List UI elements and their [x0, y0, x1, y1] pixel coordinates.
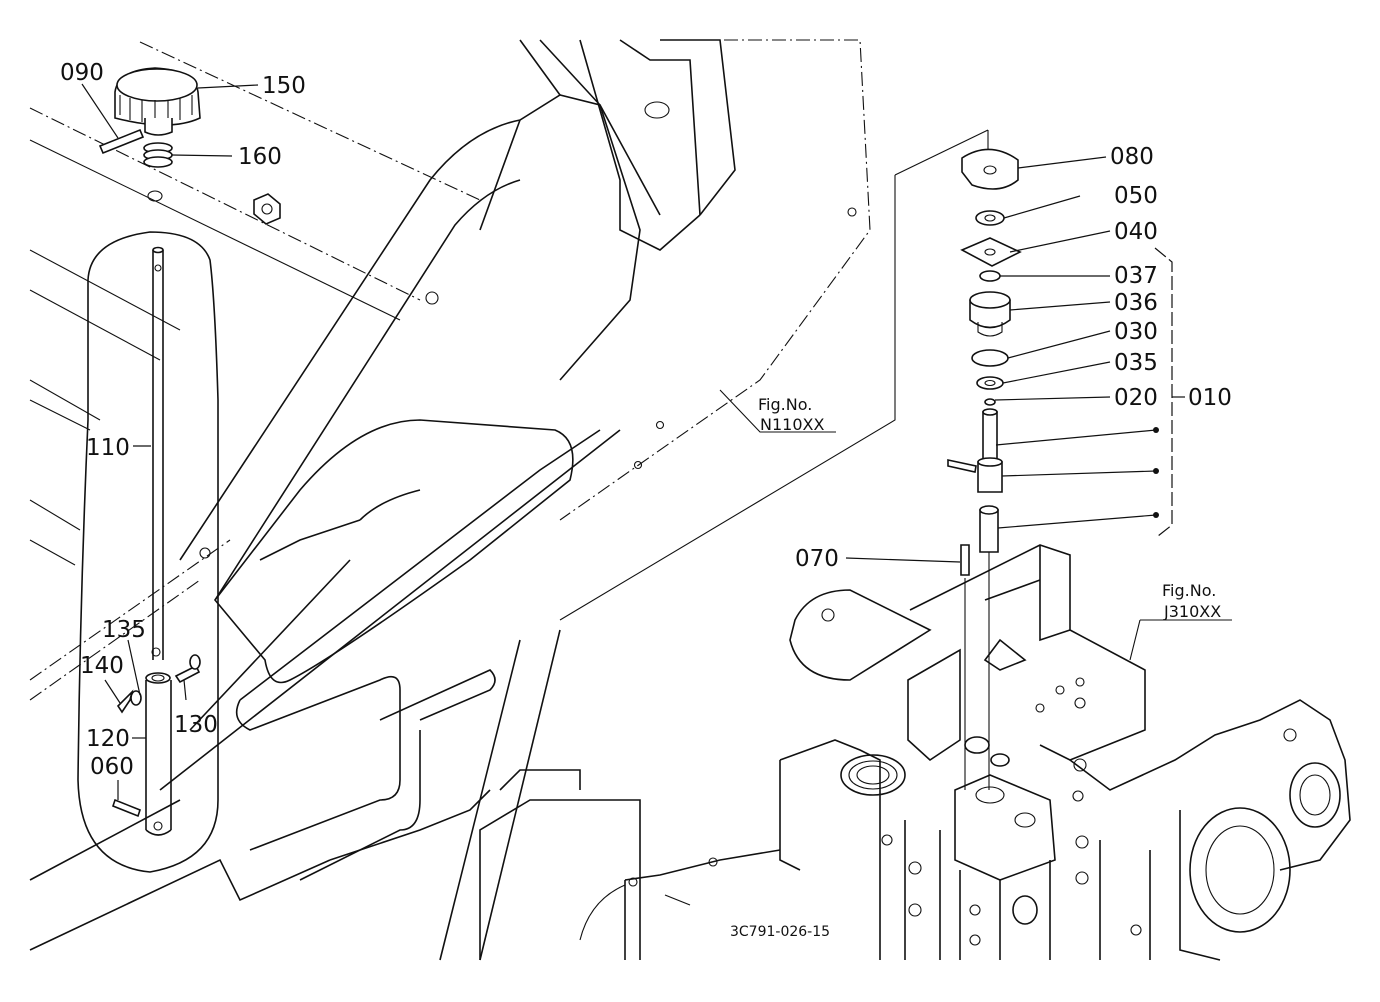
callout-080: 080 — [1110, 144, 1154, 170]
callout-060: 060 — [90, 754, 134, 780]
figure-references: Fig.No. N110XX Fig.No. J310XX 3C791-026-… — [730, 395, 1221, 940]
callout-130: 130 — [174, 712, 218, 738]
callout-035: 035 — [1114, 350, 1158, 376]
callout-140: 140 — [80, 653, 124, 679]
callout-070: 070 — [795, 546, 839, 572]
valve-shaft-part — [982, 411, 998, 461]
lever-rod-assembly — [77, 67, 219, 873]
callout-150: 150 — [262, 73, 306, 99]
fig-ref-n110-line1: Fig.No. — [758, 395, 812, 414]
valve-assembly — [559, 129, 1351, 961]
callout-036: 036 — [1114, 290, 1158, 316]
callout-labels: 090 150 160 110 135 140 120 130 060 080 … — [60, 60, 1232, 780]
o-ring-part — [971, 349, 1009, 367]
callout-040: 040 — [1114, 219, 1158, 245]
drawing-code: 3C791-026-15 — [730, 924, 830, 940]
fig-ref-j310-line2: J310XX — [1163, 602, 1221, 621]
rod-part — [151, 246, 164, 660]
callout-160: 160 — [238, 144, 282, 170]
leader-lines — [81, 83, 1185, 800]
callout-090: 090 — [60, 60, 104, 86]
fig-ref-j310-line1: Fig.No. — [1162, 581, 1216, 600]
sleeve-part — [145, 672, 172, 836]
callout-110: 110 — [86, 435, 130, 461]
callout-120: 120 — [86, 726, 130, 752]
callout-037: 037 — [1114, 263, 1158, 289]
fig-ref-n110-line2: N110XX — [760, 415, 824, 434]
bolt-part — [174, 664, 201, 684]
pin-part — [98, 128, 145, 155]
washer-050-part — [975, 210, 1005, 226]
callout-050: 050 — [1114, 183, 1158, 209]
plate-040-part — [960, 237, 1022, 267]
callout-010: 010 — [1188, 385, 1232, 411]
callout-020: 020 — [1114, 385, 1158, 411]
clip-part — [116, 689, 134, 714]
knob-part — [114, 67, 201, 136]
pin-070-part — [960, 544, 970, 576]
callout-135: 135 — [102, 617, 146, 643]
callout-030: 030 — [1114, 319, 1158, 345]
pin-lower-part — [112, 798, 141, 818]
tractor-frame-background — [29, 39, 871, 961]
cam-plate-part — [961, 148, 1019, 190]
spring-part — [143, 142, 173, 168]
assembly-outline — [77, 231, 219, 873]
